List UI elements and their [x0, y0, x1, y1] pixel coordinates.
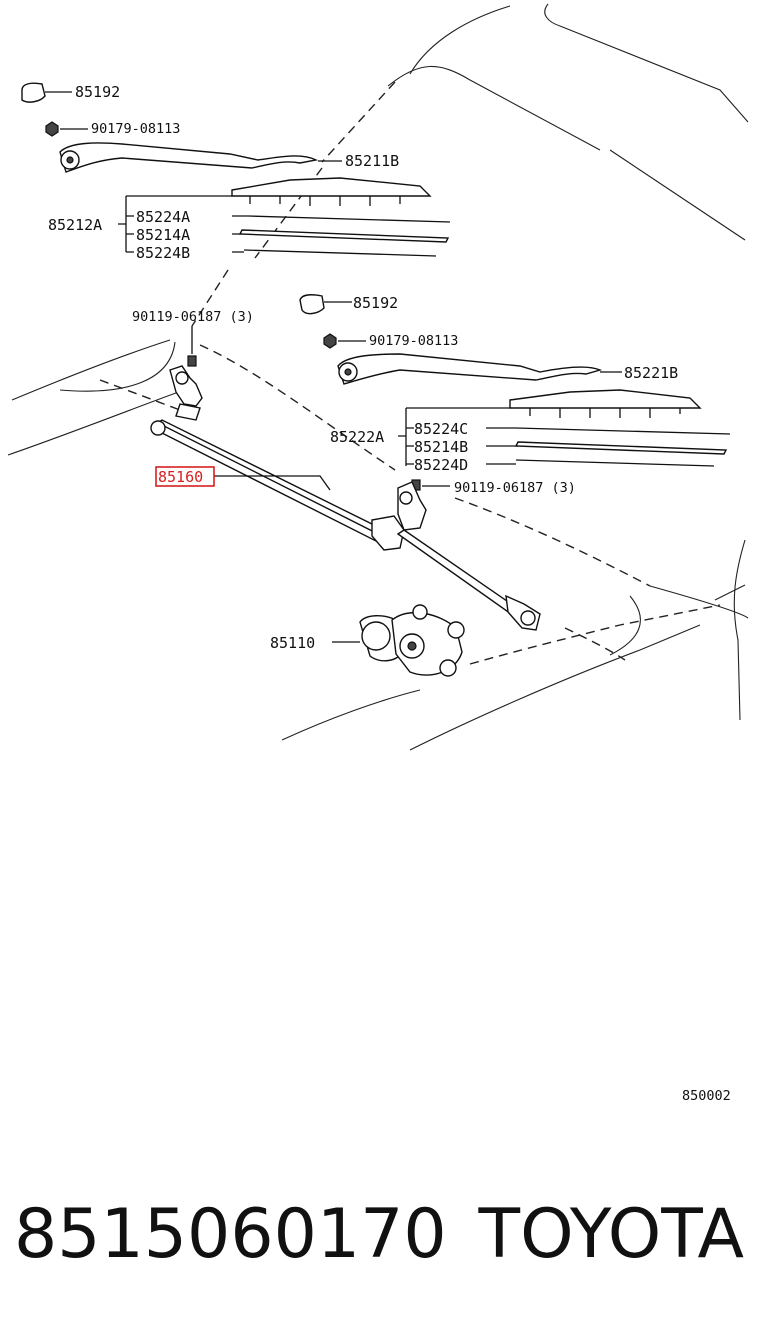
- part-number: 8515060170: [14, 1195, 447, 1274]
- label-blade-lower-c: 85224C: [414, 420, 468, 438]
- label-arm-lower: 85221B: [624, 364, 678, 382]
- upper-wiper-arm-part: [59, 142, 342, 173]
- label-blade-assy-upper: 85212A: [48, 216, 102, 234]
- label-motor: 85110: [270, 634, 315, 652]
- label-blade-lower-d: 85224D: [414, 456, 468, 474]
- brand-name: TOYOTA: [478, 1195, 744, 1274]
- label-blade-assy-lower: 85222A: [330, 428, 384, 446]
- upper-nut-part: [45, 121, 88, 137]
- upper-blade-part: [231, 177, 451, 257]
- upper-blade-leaders: [232, 215, 248, 253]
- label-rubber-upper: 85214A: [136, 226, 190, 244]
- label-rubber-lower: 85214B: [414, 438, 468, 456]
- label-nut-lower: 90179-08113: [369, 333, 458, 349]
- lower-blade-bracket: [398, 407, 510, 466]
- lower-wiper-arm-part: [337, 353, 622, 385]
- lower-blade-leaders: [486, 427, 518, 465]
- vehicle-outline: [7, 3, 749, 751]
- link-assembly-part: [150, 365, 541, 631]
- label-cap-lower: 85192: [353, 294, 398, 312]
- footer-caption: 8515060170 TOYOTA: [14, 1190, 750, 1280]
- highlight-box-link-assembly: [155, 466, 215, 487]
- wiper-motor-part: [332, 604, 465, 677]
- label-cap-upper: 85192: [75, 83, 120, 101]
- lower-nut-part: [323, 333, 366, 349]
- label-link-assembly: 85160: [158, 468, 203, 486]
- label-arm-upper: 85211B: [345, 152, 399, 170]
- lower-cap-part: [299, 294, 352, 315]
- right-bolt-part: [411, 479, 450, 491]
- upper-blade-bracket: [118, 195, 232, 253]
- label-diagram-code: 850002: [682, 1088, 731, 1104]
- label-blade-upper-b: 85224B: [136, 244, 190, 262]
- left-bolt-part: [187, 326, 197, 367]
- label-nut-upper: 90179-08113: [91, 121, 180, 137]
- lower-blade-part: [509, 389, 731, 467]
- label-bolt-left: 90119-06187 (3): [132, 309, 254, 325]
- upper-cap-part: [21, 82, 72, 103]
- label-bolt-right: 90119-06187 (3): [454, 480, 576, 496]
- label-blade-upper-a: 85224A: [136, 208, 190, 226]
